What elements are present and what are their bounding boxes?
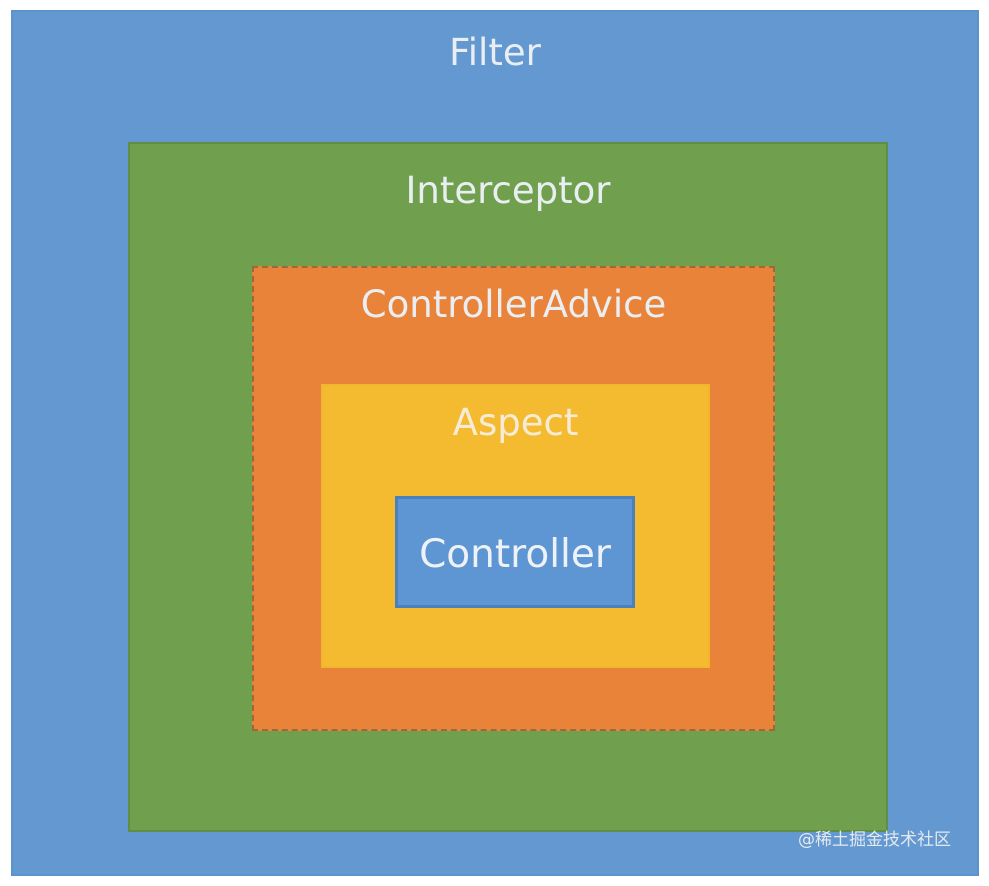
aspect-layer: Aspect Controller	[321, 384, 710, 668]
watermark-text: @稀土掘金技术社区	[798, 830, 951, 850]
filter-label: Filter	[449, 31, 541, 74]
controller-label: Controller	[419, 532, 611, 577]
controller-box: Controller	[395, 496, 635, 608]
filter-layer: Filter Interceptor ControllerAdvice Aspe…	[11, 10, 979, 876]
controller-advice-layer: ControllerAdvice Aspect Controller	[252, 266, 775, 731]
controller-advice-label: ControllerAdvice	[360, 283, 667, 326]
interceptor-layer: Interceptor ControllerAdvice Aspect Cont…	[128, 142, 888, 832]
aspect-label: Aspect	[452, 401, 579, 444]
interceptor-label: Interceptor	[405, 169, 611, 212]
